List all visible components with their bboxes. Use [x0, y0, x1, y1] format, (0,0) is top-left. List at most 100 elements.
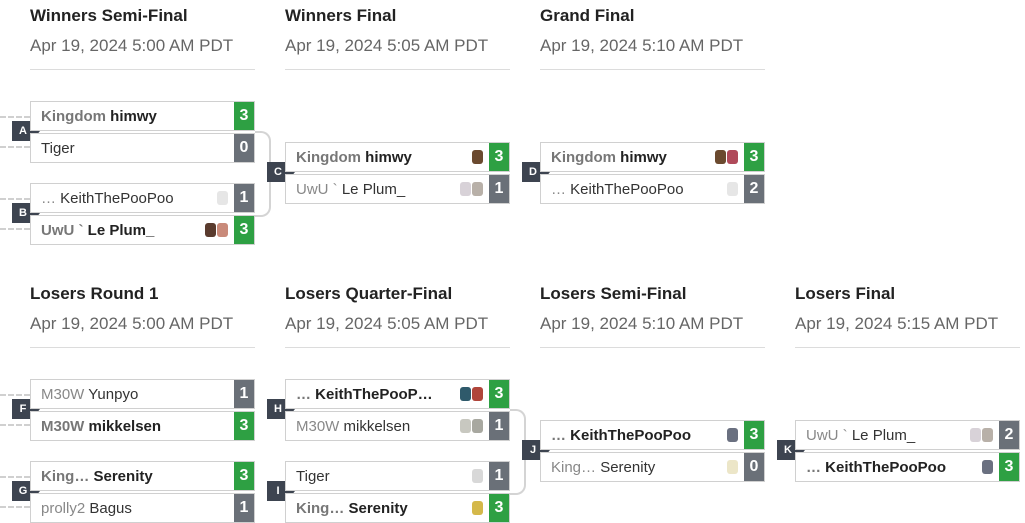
score-badge: 1	[234, 380, 254, 408]
player-slot[interactable]: Kingdom himwy 3	[540, 142, 765, 172]
divider	[540, 69, 765, 70]
match-a[interactable]: Kingdom himwy 3 Tiger 0	[30, 101, 255, 163]
gamertag: Tiger	[296, 467, 330, 485]
player-slot[interactable]: … KeithThePooPoo 3	[540, 420, 765, 450]
match-i[interactable]: Tiger 1 King… Serenity 3	[285, 461, 510, 523]
score-badge: 1	[489, 175, 509, 203]
divider	[285, 69, 510, 70]
player-name: Tiger	[31, 140, 234, 157]
team-prefix: King…	[296, 499, 345, 517]
match-f[interactable]: M30W Yunpyo 1 M30W mikkelsen 3	[30, 379, 255, 441]
team-prefix: M30W	[41, 417, 85, 435]
gamertag: KeithThePooPoo	[60, 189, 174, 207]
player-slot[interactable]: King… Serenity 0	[540, 452, 765, 482]
score-badge: 3	[489, 380, 509, 408]
gamertag: Tiger	[41, 139, 75, 157]
bracket-stub	[0, 198, 30, 200]
score-badge: 3	[234, 462, 254, 490]
gamertag: Serenity	[348, 499, 408, 517]
player-name: M30W Yunpyo	[31, 386, 234, 403]
round-title: Losers Semi-Final	[540, 284, 687, 303]
score-badge: 1	[489, 412, 509, 440]
match-h[interactable]: … KeithThePooP… 3 M30W mikkelsen 1	[285, 379, 510, 441]
match-k[interactable]: UwU ` Le Plum_ 2 … KeithThePooPoo 3	[795, 420, 1020, 482]
player-name: Kingdom himwy	[286, 149, 459, 166]
character-icon	[714, 147, 738, 167]
player-slot[interactable]: UwU ` Le Plum_ 3	[30, 215, 255, 245]
player-name: Kingdom himwy	[541, 149, 714, 166]
player-slot[interactable]: Kingdom himwy 3	[30, 101, 255, 131]
match-c[interactable]: Kingdom himwy 3 UwU ` Le Plum_ 1	[285, 142, 510, 204]
player-name: … KeithThePooPoo	[796, 459, 969, 476]
match-g[interactable]: King… Serenity 3 prolly2 Bagus 1	[30, 461, 255, 523]
player-name: Tiger	[286, 468, 459, 485]
match-b[interactable]: … KeithThePooPoo 1 UwU ` Le Plum_ 3	[30, 183, 255, 245]
player-slot[interactable]: Kingdom himwy 3	[285, 142, 510, 172]
gamertag: Serenity	[93, 467, 153, 485]
team-prefix: …	[296, 385, 311, 403]
match-j[interactable]: … KeithThePooPoo 3 King… Serenity 0	[540, 420, 765, 482]
team-prefix: …	[551, 180, 566, 198]
player-slot[interactable]: Tiger 1	[285, 461, 510, 491]
score-badge: 3	[489, 143, 509, 171]
gamertag: Serenity	[600, 458, 656, 476]
gamertag: mikkelsen	[343, 417, 411, 435]
round-date: Apr 19, 2024 5:00 AM PDT	[30, 314, 234, 333]
player-slot[interactable]: M30W mikkelsen 1	[285, 411, 510, 441]
team-prefix: Kingdom	[296, 148, 361, 166]
character-icon	[459, 147, 483, 167]
character-icon	[969, 457, 993, 477]
team-prefix: UwU `	[806, 426, 848, 444]
player-name: … KeithThePooP…	[286, 386, 459, 403]
player-slot[interactable]: M30W Yunpyo 1	[30, 379, 255, 409]
team-prefix: M30W	[296, 417, 340, 435]
character-icon	[459, 498, 483, 518]
player-name: … KeithThePooPoo	[541, 427, 714, 444]
team-prefix: …	[41, 189, 56, 207]
score-badge: 1	[489, 462, 509, 490]
score-badge: 3	[744, 421, 764, 449]
round-date: Apr 19, 2024 5:00 AM PDT	[30, 36, 234, 55]
match-d[interactable]: Kingdom himwy 3 … KeithThePooPoo 2	[540, 142, 765, 204]
gamertag: KeithThePooPoo	[825, 458, 946, 476]
player-slot[interactable]: … KeithThePooPoo 1	[30, 183, 255, 213]
bracket-stub	[0, 424, 30, 426]
score-badge: 3	[234, 216, 254, 244]
player-slot[interactable]: … KeithThePooPoo 3	[795, 452, 1020, 482]
round-title: Losers Final	[795, 284, 896, 303]
player-name: M30W mikkelsen	[286, 418, 459, 435]
score-badge: 3	[744, 143, 764, 171]
score-badge: 1	[234, 184, 254, 212]
gamertag: Bagus	[89, 499, 132, 517]
player-name: prolly2 Bagus	[31, 500, 234, 517]
score-badge: 0	[234, 134, 254, 162]
round-date: Apr 19, 2024 5:05 AM PDT	[285, 36, 489, 55]
player-slot[interactable]: King… Serenity 3	[285, 493, 510, 523]
player-slot[interactable]: … KeithThePooPoo 2	[540, 174, 765, 204]
player-slot[interactable]: UwU ` Le Plum_ 1	[285, 174, 510, 204]
round-date: Apr 19, 2024 5:10 AM PDT	[540, 36, 744, 55]
player-slot[interactable]: Tiger 0	[30, 133, 255, 163]
player-name: King… Serenity	[286, 500, 459, 517]
player-slot[interactable]: King… Serenity 3	[30, 461, 255, 491]
player-name: Kingdom himwy	[31, 108, 234, 125]
player-slot[interactable]: … KeithThePooP… 3	[285, 379, 510, 409]
player-name: … KeithThePooPoo	[31, 190, 204, 207]
character-icon	[714, 457, 738, 477]
player-slot[interactable]: UwU ` Le Plum_ 2	[795, 420, 1020, 450]
bracket-stub	[0, 394, 30, 396]
player-name: King… Serenity	[31, 468, 234, 485]
gamertag: Yunpyo	[88, 385, 139, 403]
player-slot[interactable]: M30W mikkelsen 3	[30, 411, 255, 441]
score-badge: 3	[489, 494, 509, 522]
score-badge: 2	[999, 421, 1019, 449]
gamertag: KeithThePooPoo	[570, 426, 691, 444]
round-title: Winners Semi-Final	[30, 6, 188, 25]
team-prefix: …	[806, 458, 821, 476]
gamertag: Le Plum_	[87, 221, 155, 239]
score-badge: 1	[234, 494, 254, 522]
bracket-stub	[0, 228, 30, 230]
player-slot[interactable]: prolly2 Bagus 1	[30, 493, 255, 523]
team-prefix: Kingdom	[41, 107, 106, 125]
bracket-stub	[0, 146, 30, 148]
